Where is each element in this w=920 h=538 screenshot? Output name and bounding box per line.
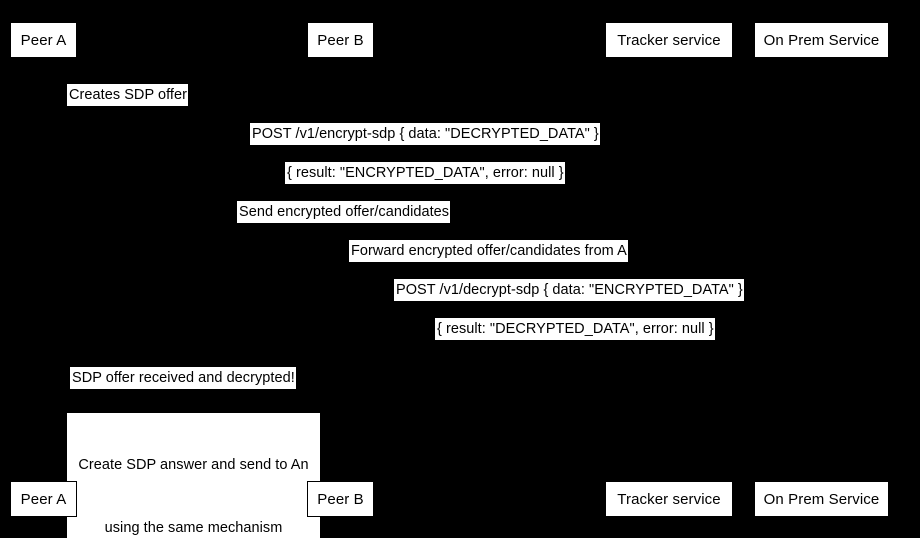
participant-on-prem-bottom[interactable]: On Prem Service	[754, 481, 889, 517]
participant-label: On Prem Service	[763, 490, 880, 508]
message-label-line-2: using the same mechanism	[104, 520, 283, 536]
lifeline-on-prem	[821, 57, 822, 481]
participant-peer-a-top[interactable]: Peer A	[10, 22, 77, 58]
arrow-forward-encrypted-offer	[340, 263, 669, 269]
lifeline-peer-a	[43, 57, 44, 481]
arrow-encrypt-sdp-result	[43, 185, 821, 191]
message-label-encrypt-sdp-result: { result: "ENCRYPTED_DATA", error: null …	[285, 162, 565, 184]
arrow-sdp-offer-received	[43, 390, 83, 396]
message-label-forward-encrypted-offer: Forward encrypted offer/candidates from …	[349, 240, 628, 262]
lifeline-peer-b	[340, 57, 341, 481]
participant-label: Peer A	[20, 31, 67, 49]
participant-peer-a-bottom[interactable]: Peer A	[10, 481, 77, 517]
lifeline-tracker	[669, 57, 670, 481]
participant-on-prem-top[interactable]: On Prem Service	[754, 22, 889, 58]
participant-label: Peer B	[317, 31, 364, 49]
arrow-send-encrypted-offer	[43, 224, 669, 230]
message-label-create-sdp-answer: Create SDP answer and send to An using t…	[67, 413, 320, 538]
participant-peer-b-top[interactable]: Peer B	[307, 22, 374, 58]
participant-tracker-bottom[interactable]: Tracker service	[605, 481, 733, 517]
participant-peer-b-bottom[interactable]: Peer B	[307, 481, 374, 517]
message-label-creates-sdp-offer: Creates SDP offer	[67, 84, 188, 106]
message-label-post-decrypt-sdp: POST /v1/decrypt-sdp { data: "ENCRYPTED_…	[394, 279, 744, 301]
message-label-post-encrypt-sdp: POST /v1/encrypt-sdp { data: "DECRYPTED_…	[250, 123, 600, 145]
arrow-decrypt-sdp-result	[340, 341, 821, 347]
participant-label: On Prem Service	[763, 31, 880, 49]
participant-label: Tracker service	[617, 31, 721, 49]
arrow-creates-sdp-offer	[43, 107, 83, 113]
arrow-post-decrypt-sdp	[340, 302, 821, 308]
participant-label: Tracker service	[617, 490, 721, 508]
message-label-decrypt-sdp-result: { result: "DECRYPTED_DATA", error: null …	[435, 318, 715, 340]
message-label-sdp-offer-received: SDP offer received and decrypted!	[70, 367, 296, 389]
participant-label: Peer B	[317, 490, 364, 508]
message-label-line-1: Create SDP answer and send to An	[78, 457, 309, 473]
message-label-send-encrypted-offer: Send encrypted offer/candidates	[237, 201, 451, 223]
arrow-post-encrypt-sdp	[43, 146, 821, 152]
participant-tracker-top[interactable]: Tracker service	[605, 22, 733, 58]
participant-label: Peer A	[20, 490, 67, 508]
